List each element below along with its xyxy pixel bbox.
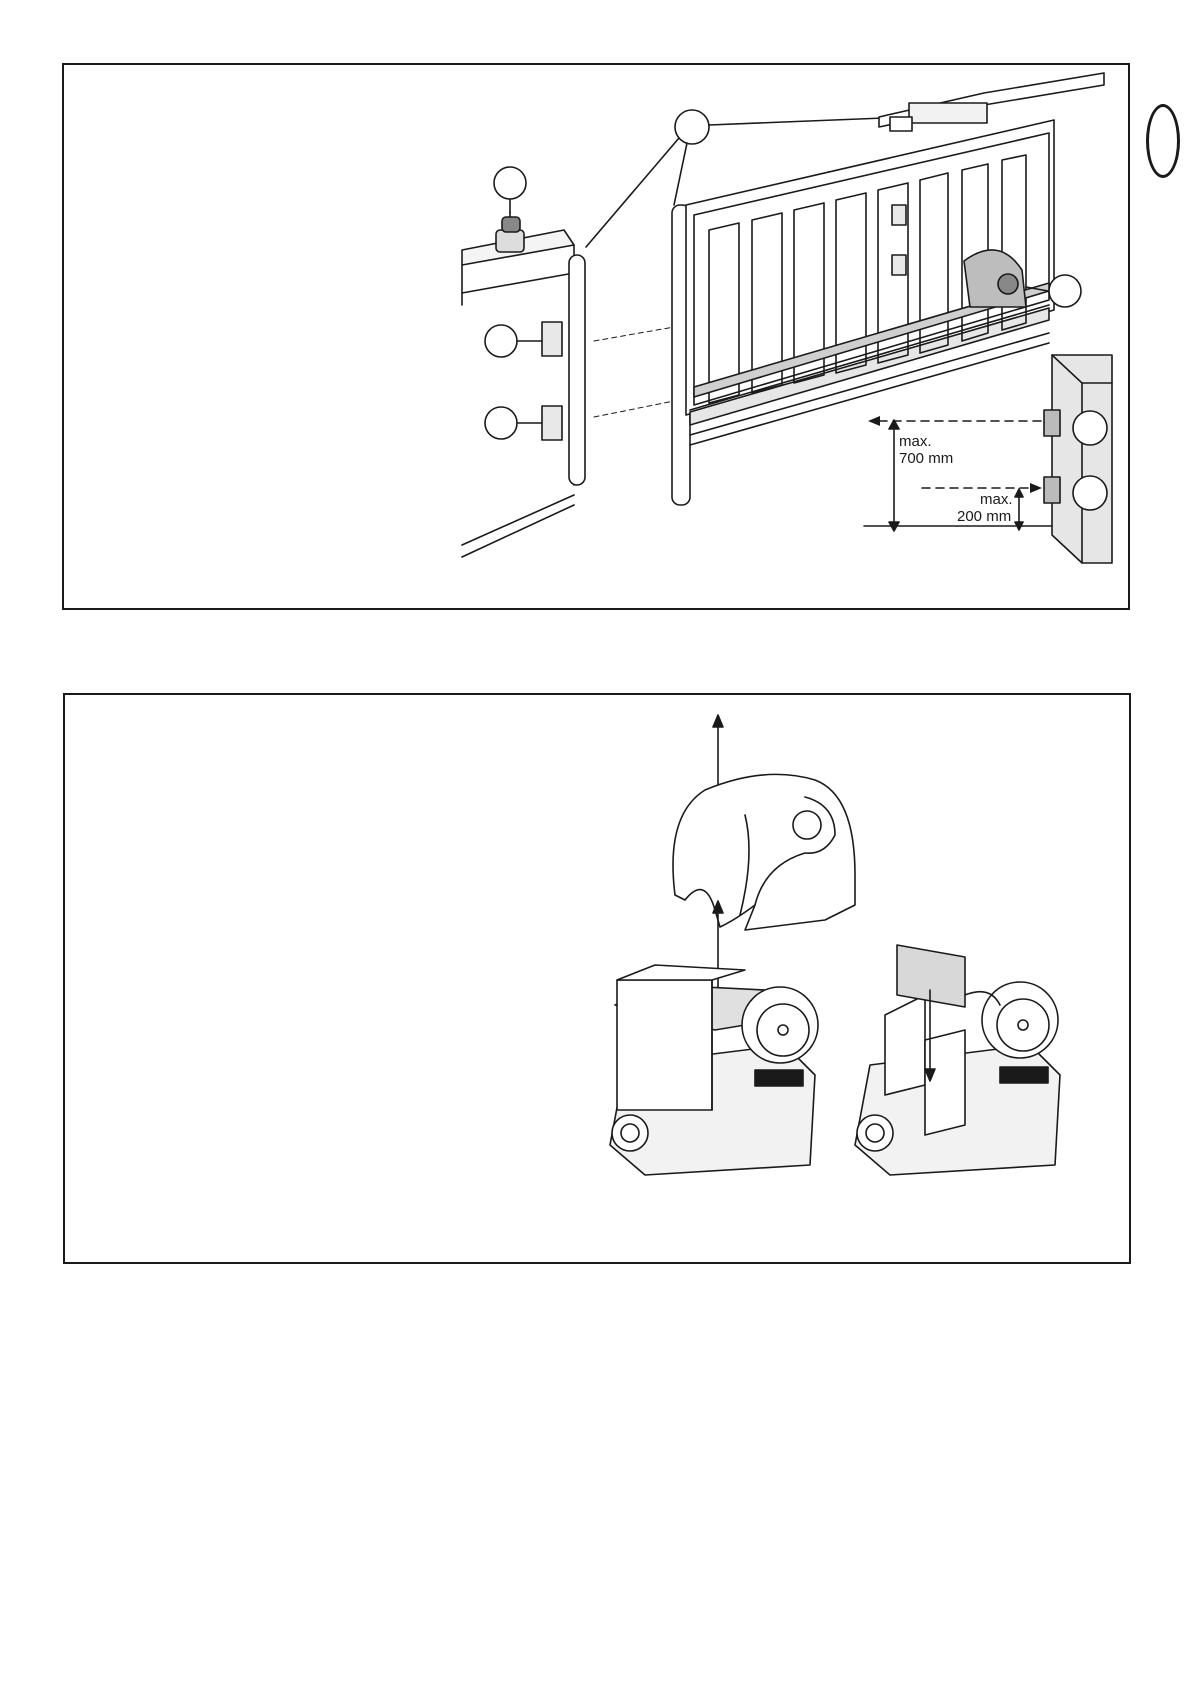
photocell-icon — [485, 322, 562, 357]
gate-installation-illustration: max. 700 mm max. 200 mm — [64, 65, 1128, 608]
motor-cover — [673, 774, 855, 930]
dimension-700-line1: max. — [899, 433, 932, 450]
installation-overview-figure: max. 700 mm max. 200 mm — [62, 63, 1130, 610]
motor-unit-icon — [610, 965, 818, 1175]
dimension-700-line2: 700 mm — [899, 450, 953, 467]
dimension-200-line2: 200 mm — [957, 508, 1011, 525]
control-board-icon — [897, 945, 1000, 1007]
motor-unit-icon — [855, 982, 1060, 1175]
post — [569, 255, 585, 485]
language-tab-marker — [1146, 104, 1180, 178]
photocell-icon — [485, 406, 562, 440]
left-wall — [462, 230, 574, 557]
flashing-light-icon — [494, 167, 526, 252]
dimension-200-line1: max. — [980, 491, 1013, 508]
motor-cover-illustration — [65, 695, 1129, 1262]
cover-removal-figure — [63, 693, 1131, 1264]
